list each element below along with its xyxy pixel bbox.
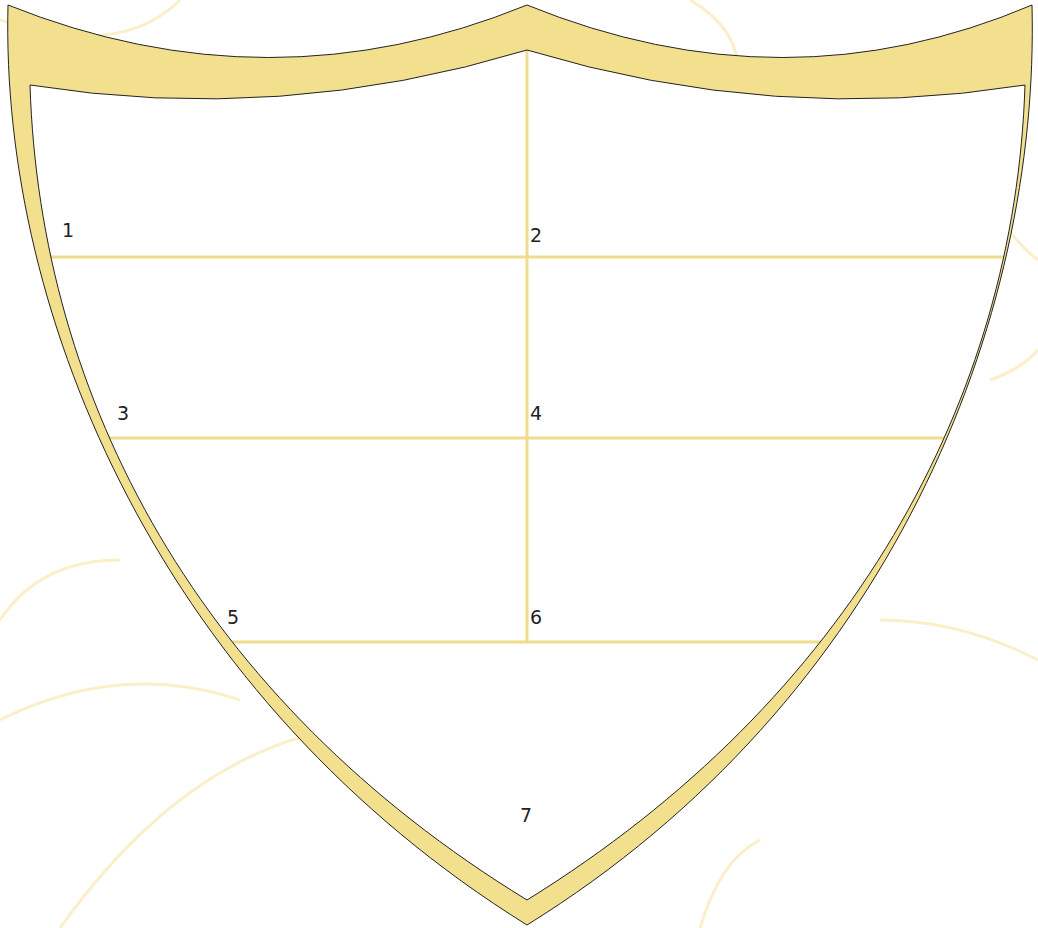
callout-number: 4 — [530, 404, 542, 423]
callout-number: 3 — [117, 404, 129, 423]
division-lines — [0, 40, 1038, 642]
callout-number: 6 — [530, 608, 542, 627]
shield-border — [8, 5, 1033, 925]
callout-number: 2 — [530, 226, 542, 245]
callout-number: 7 — [520, 806, 532, 825]
callout-number: 5 — [227, 608, 239, 627]
callout-number: 1 — [62, 221, 74, 240]
